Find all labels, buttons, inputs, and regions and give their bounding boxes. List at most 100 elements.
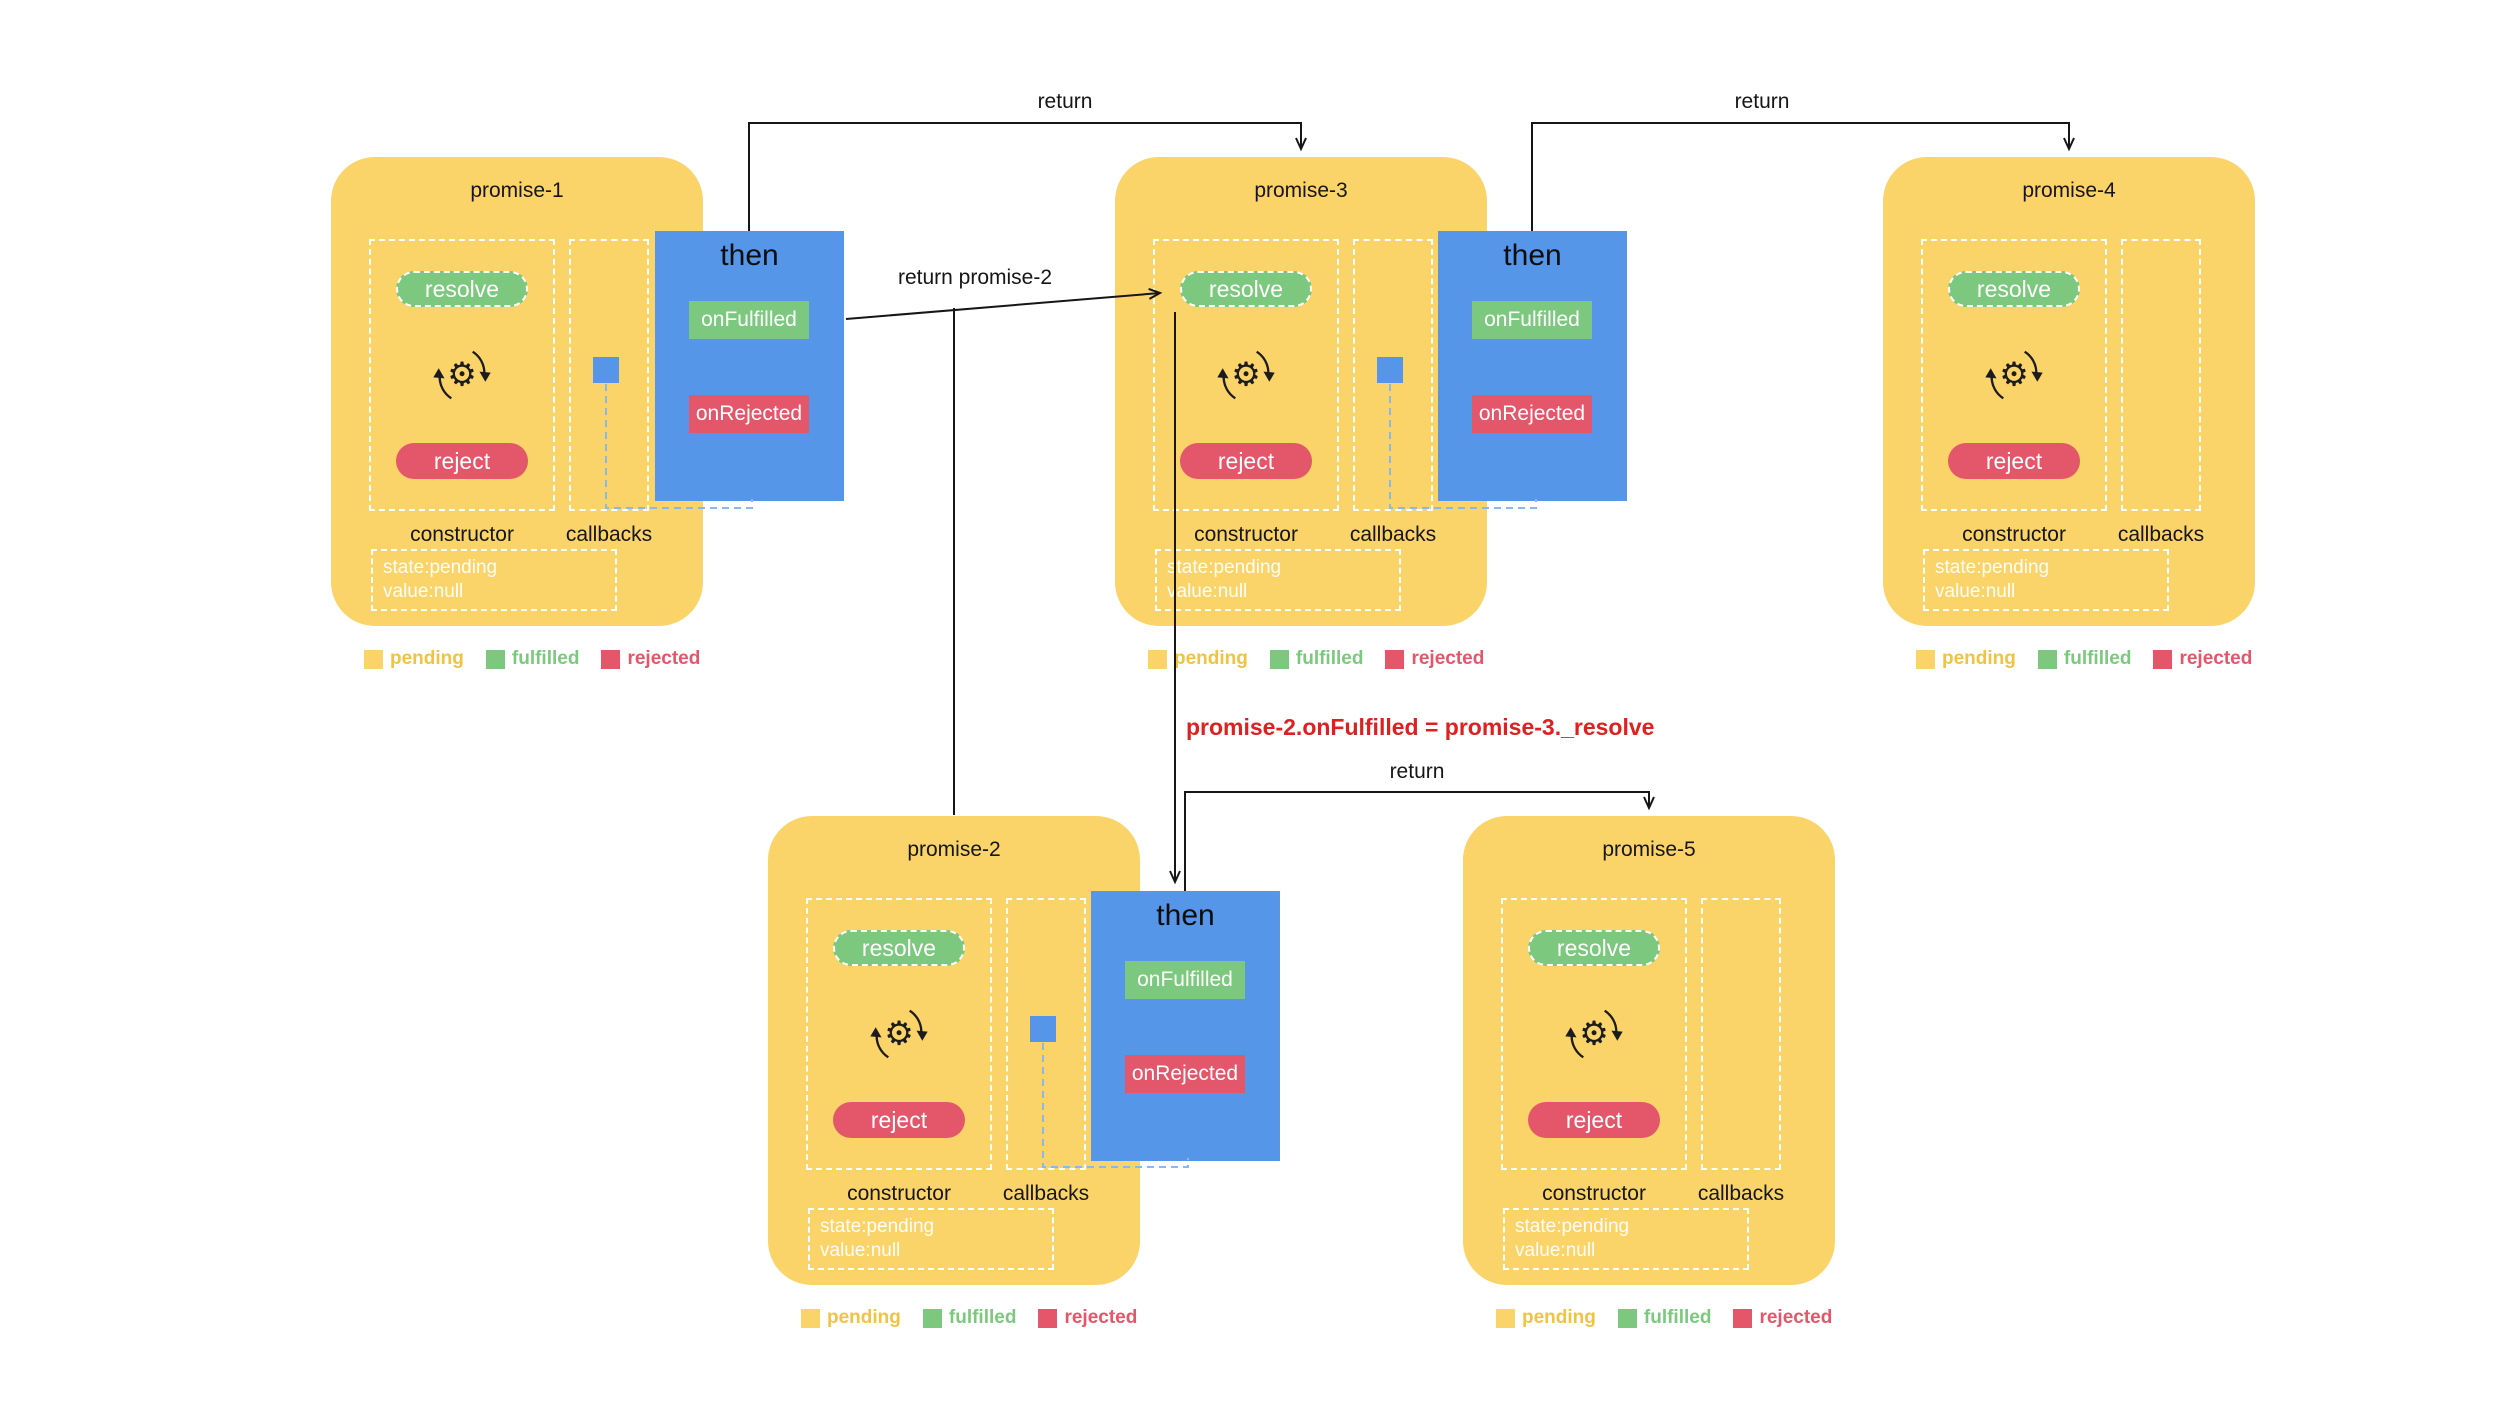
state-line: state:pending xyxy=(1167,557,1282,578)
state-line: state:pending xyxy=(1935,557,2050,578)
onfulfilled-chip: onFulfilled xyxy=(689,301,809,339)
gear-cycle-icon: ⚙ xyxy=(433,350,491,400)
promise-card-4: promise-4 resolve ⚙ reject constructor c… xyxy=(1883,157,2255,626)
callback-square xyxy=(1377,357,1403,383)
constructor-box: resolve ⚙ reject xyxy=(1501,898,1687,1170)
arrow-label-return-1: return xyxy=(1037,90,1093,113)
reject-pill: reject xyxy=(1528,1102,1660,1138)
callback-square xyxy=(1030,1016,1056,1042)
onfulfilled-chip: onFulfilled xyxy=(1125,961,1245,999)
constructor-label: constructor xyxy=(1194,523,1298,546)
callbacks-label: callbacks xyxy=(2117,523,2205,546)
then-title: then xyxy=(720,239,779,272)
reject-pill: reject xyxy=(833,1102,965,1138)
legend-promise-1: pending fulfilled rejected xyxy=(364,648,700,670)
onrejected-chip: onRejected xyxy=(689,395,809,433)
legend-label-fulfilled: fulfilled xyxy=(948,1307,1017,1328)
legend-label-rejected: rejected xyxy=(1064,1307,1138,1328)
promise-card-5: promise-5 resolve ⚙ reject constructor c… xyxy=(1463,816,1835,1285)
state-box: state:pending value:null xyxy=(1503,1208,1749,1270)
callbacks-label: callbacks xyxy=(1002,1182,1090,1205)
value-line: value:null xyxy=(820,1240,901,1261)
then-box-2: then onFulfilled onRejected xyxy=(1091,891,1280,1161)
promise-title: promise-1 xyxy=(470,179,564,202)
legend-promise-4: pending fulfilled rejected xyxy=(1916,648,2252,670)
legend-label-rejected: rejected xyxy=(1411,648,1485,669)
state-line: state:pending xyxy=(1515,1216,1630,1237)
reject-pill: reject xyxy=(396,443,528,479)
legend-label-rejected: rejected xyxy=(1759,1307,1833,1328)
constructor-box: resolve ⚙ reject xyxy=(1153,239,1339,511)
gear-glyph: ⚙ xyxy=(447,356,477,393)
callback-square xyxy=(593,357,619,383)
legend-promise-5: pending fulfilled rejected xyxy=(1496,1307,1832,1329)
then-title: then xyxy=(1503,239,1562,272)
then-title: then xyxy=(1156,899,1215,932)
then-box-1: then onFulfilled onRejected xyxy=(655,231,844,501)
legend-label-pending: pending xyxy=(827,1307,901,1328)
resolve-pill: resolve xyxy=(396,271,528,307)
legend-label-pending: pending xyxy=(1174,648,1248,669)
legend-swatch-fulfilled xyxy=(2037,649,2057,669)
legend-swatch-rejected xyxy=(2153,649,2173,669)
legend-label-fulfilled: fulfilled xyxy=(1643,1307,1712,1328)
callbacks-box xyxy=(1353,239,1433,511)
gear-cycle-icon: ⚙ xyxy=(1985,350,2043,400)
gear-glyph: ⚙ xyxy=(1579,1015,1609,1052)
legend-promise-2: pending fulfilled rejected xyxy=(801,1307,1137,1329)
gear-cycle-icon: ⚙ xyxy=(1217,350,1275,400)
legend-swatch-rejected xyxy=(1385,649,1405,669)
legend-label-fulfilled: fulfilled xyxy=(1295,648,1364,669)
state-box: state:pending value:null xyxy=(371,549,617,611)
constructor-label: constructor xyxy=(847,1182,951,1205)
constructor-box: resolve ⚙ reject xyxy=(369,239,555,511)
legend-swatch-pending xyxy=(801,1308,820,1328)
legend-swatch-rejected xyxy=(601,649,621,669)
legend-swatch-fulfilled xyxy=(485,649,505,669)
callbacks-label: callbacks xyxy=(1349,523,1437,546)
callbacks-label: callbacks xyxy=(1697,1182,1785,1205)
legend-swatch-pending xyxy=(1916,649,1935,669)
reject-pill: reject xyxy=(1180,443,1312,479)
arrow-label-return-2: return xyxy=(1734,90,1790,113)
assignment-note: promise-2.onFulfilled = promise-3._resol… xyxy=(1186,714,1655,740)
gear-glyph: ⚙ xyxy=(884,1015,914,1052)
legend-swatch-rejected xyxy=(1733,1308,1753,1328)
arrow-label-return-promise-2: return promise-2 xyxy=(897,266,1053,289)
legend-swatch-pending xyxy=(1148,649,1167,669)
resolve-pill: resolve xyxy=(833,930,965,966)
value-line: value:null xyxy=(383,581,464,602)
promise-card-3: promise-3 resolve ⚙ reject constructor c… xyxy=(1115,157,1487,626)
arrow-return-promise-2 xyxy=(845,287,1163,320)
state-line: state:pending xyxy=(383,557,498,578)
resolve-pill: resolve xyxy=(1948,271,2080,307)
gear-cycle-icon: ⚙ xyxy=(870,1009,928,1059)
legend-label-rejected: rejected xyxy=(2179,648,2253,669)
callbacks-label: callbacks xyxy=(565,523,653,546)
value-line: value:null xyxy=(1167,581,1248,602)
resolve-pill: resolve xyxy=(1180,271,1312,307)
promise-title: promise-5 xyxy=(1602,838,1696,861)
legend-label-pending: pending xyxy=(390,648,464,669)
legend-swatch-fulfilled xyxy=(1269,649,1289,669)
constructor-label: constructor xyxy=(1542,1182,1646,1205)
legend-swatch-rejected xyxy=(1038,1308,1058,1328)
state-box: state:pending value:null xyxy=(1923,549,2169,611)
legend-swatch-fulfilled xyxy=(922,1308,942,1328)
constructor-box: resolve ⚙ reject xyxy=(806,898,992,1170)
constructor-box: resolve ⚙ reject xyxy=(1921,239,2107,511)
state-line: state:pending xyxy=(820,1216,935,1237)
then-box-3: then onFulfilled onRejected xyxy=(1438,231,1627,501)
promise-title: promise-3 xyxy=(1254,179,1348,202)
value-line: value:null xyxy=(1935,581,2016,602)
legend-promise-3: pending fulfilled rejected xyxy=(1148,648,1484,670)
constructor-label: constructor xyxy=(1962,523,2066,546)
legend-label-pending: pending xyxy=(1522,1307,1596,1328)
reject-pill: reject xyxy=(1948,443,2080,479)
gear-cycle-icon: ⚙ xyxy=(1565,1009,1623,1059)
promise-title: promise-4 xyxy=(2022,179,2116,202)
promise-title: promise-2 xyxy=(907,838,1001,861)
legend-swatch-pending xyxy=(1496,1308,1515,1328)
onrejected-chip: onRejected xyxy=(1472,395,1592,433)
